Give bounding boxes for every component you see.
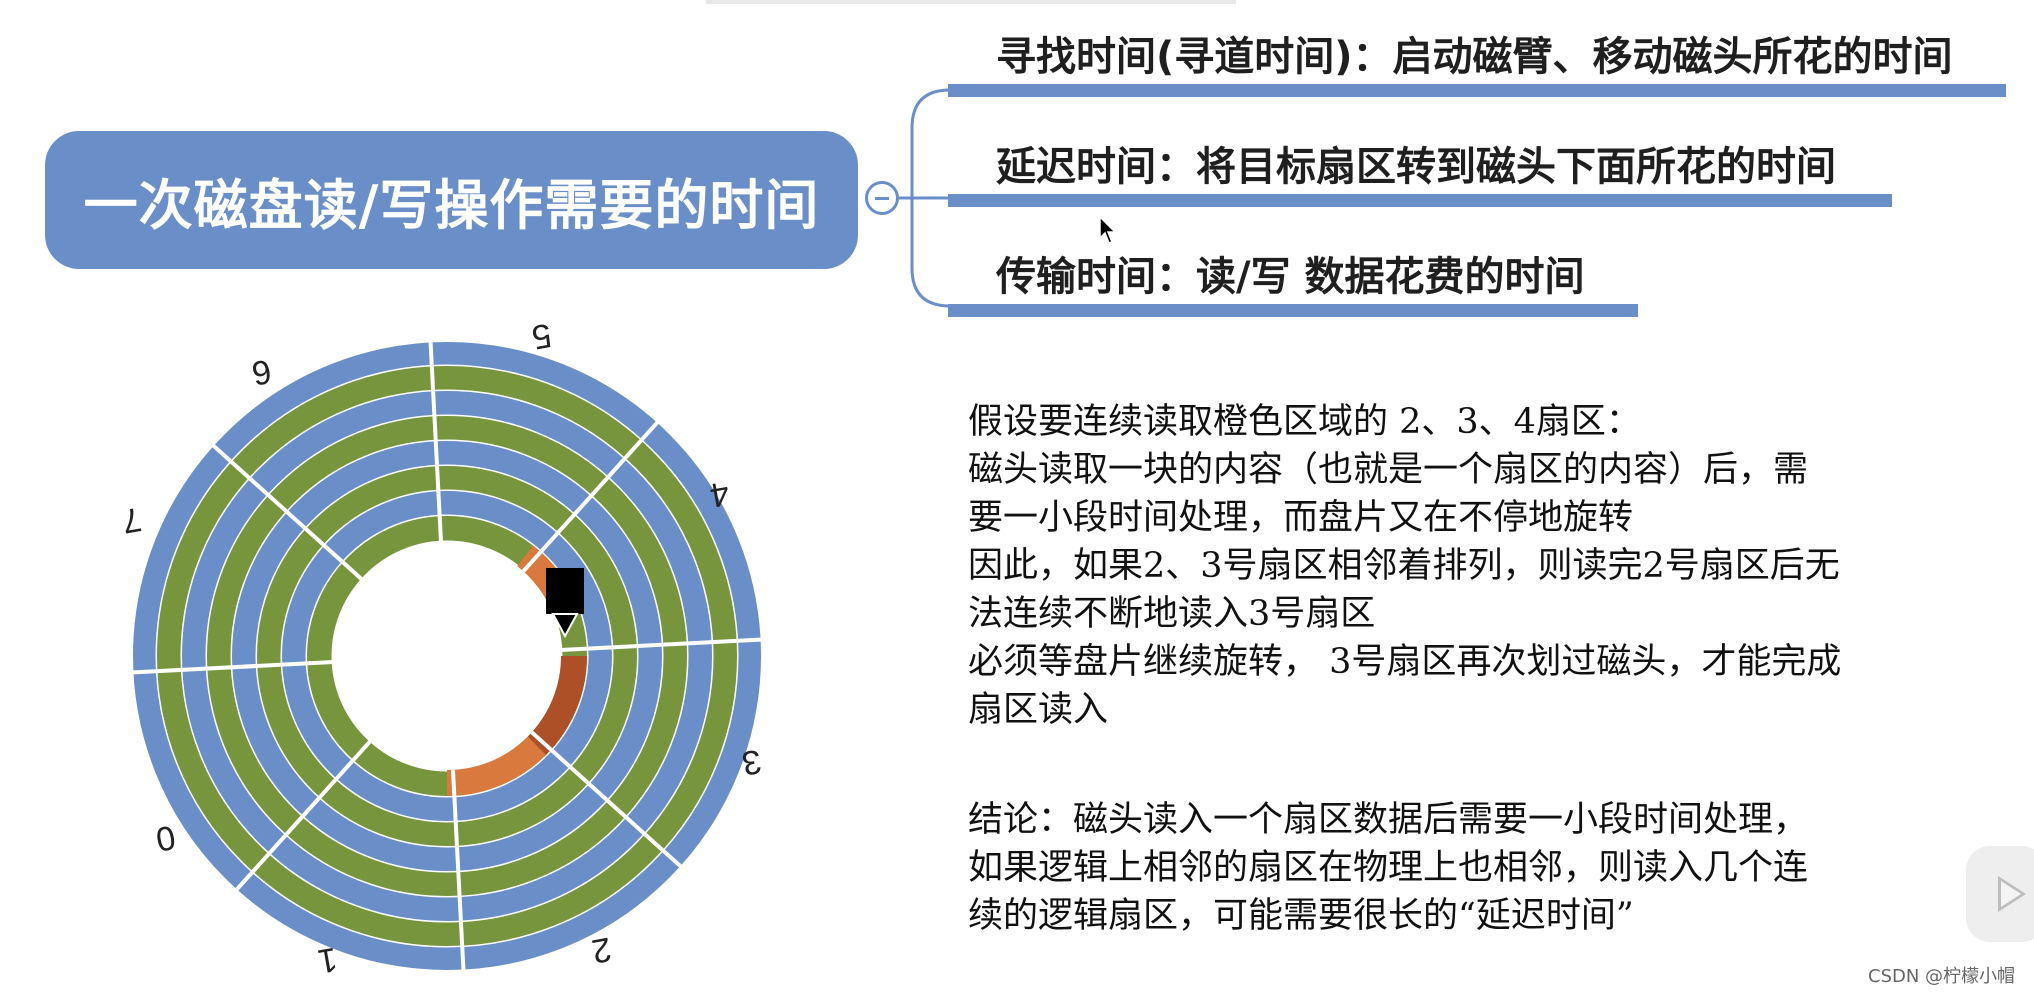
track-ring bbox=[257, 466, 637, 846]
track-ring bbox=[232, 441, 662, 871]
track-ring bbox=[282, 491, 612, 821]
main-topic-label: 一次磁盘读/写操作需要的时间 bbox=[83, 173, 820, 237]
description-line: 必须等盘片继续旋转， 3号扇区再次划过磁头，才能完成 bbox=[968, 642, 1842, 682]
collapse-toggle-button[interactable] bbox=[865, 181, 899, 215]
branch-connectors bbox=[899, 88, 951, 308]
description-line: 磁头读取一块的内容（也就是一个扇区的内容）后，需 bbox=[968, 450, 1809, 490]
description-line: 扇区读入 bbox=[968, 690, 1109, 730]
conclusion-line: 如果逻辑上相邻的扇区在物理上也相邻，则读入几个连 bbox=[968, 848, 1809, 888]
top-edge-bar bbox=[706, 0, 1236, 4]
branch-transfer-underline bbox=[948, 304, 1638, 317]
sector-divider bbox=[450, 769, 466, 972]
track-ring bbox=[133, 342, 761, 970]
description-line: 因此，如果2、3号扇区相邻着排列，则读完2号扇区后无 bbox=[968, 546, 1840, 586]
disk-platter-diagram bbox=[131, 340, 763, 972]
sector-2-highlight bbox=[447, 736, 546, 796]
branch-seek-time[interactable]: 寻找时间(寻道时间)：启动磁臂、移动磁头所花的时间 bbox=[996, 34, 1953, 80]
track-ring bbox=[182, 391, 712, 921]
branch-latency-underline bbox=[948, 194, 1892, 207]
disk-rings bbox=[133, 342, 761, 970]
description-line: 假设要连续读取橙色区域的 2、3、4扇区： bbox=[968, 402, 1641, 442]
conclusion-line: 续的逻辑扇区，可能需要很长的“延迟时间” bbox=[968, 896, 1634, 936]
description-line: 法连续不断地读入3号扇区 bbox=[968, 594, 1376, 634]
sector-divider bbox=[530, 730, 684, 869]
sector-divider bbox=[521, 419, 660, 573]
conclusion-block: 结论：磁头读入一个扇区数据后需要一小段时间处理， 如果逻辑上相邻的扇区在物理上也… bbox=[968, 796, 1808, 940]
read-head bbox=[546, 568, 584, 614]
main-topic[interactable]: 一次磁盘读/写操作需要的时间 bbox=[45, 131, 858, 269]
branch-seek-underline bbox=[948, 84, 2006, 97]
branch-transfer-time[interactable]: 传输时间：读/写 数据花费的时间 bbox=[996, 254, 1585, 300]
branch-latency-time[interactable]: 延迟时间：将目标扇区转到磁头下面所花的时间 bbox=[996, 144, 1836, 190]
sector-divider bbox=[210, 443, 364, 582]
mouse-cursor-icon bbox=[1099, 216, 1117, 244]
sector-divider bbox=[131, 659, 334, 675]
watermark: CSDN @柠檬小帽 bbox=[1868, 966, 2016, 987]
description-line: 要一小段时间处理，而盘片又在不停地旋转 bbox=[968, 498, 1634, 538]
track-ring bbox=[207, 416, 687, 896]
sector-divider bbox=[234, 739, 373, 893]
description-block: 假设要连续读取橙色区域的 2、3、4扇区： 磁头读取一块的内容（也就是一个扇区的… bbox=[968, 398, 1841, 734]
sector-divider bbox=[560, 637, 763, 653]
sector-3-highlight bbox=[527, 656, 587, 755]
sector-divider bbox=[428, 340, 444, 543]
platter-hub bbox=[335, 544, 559, 768]
track-ring bbox=[157, 366, 737, 946]
sector-dividers bbox=[131, 340, 763, 972]
play-button[interactable] bbox=[1966, 846, 2034, 942]
read-head-arrow bbox=[551, 613, 579, 639]
play-icon bbox=[1998, 876, 2026, 912]
conclusion-line: 结论：磁头读入一个扇区数据后需要一小段时间处理， bbox=[968, 800, 1809, 840]
